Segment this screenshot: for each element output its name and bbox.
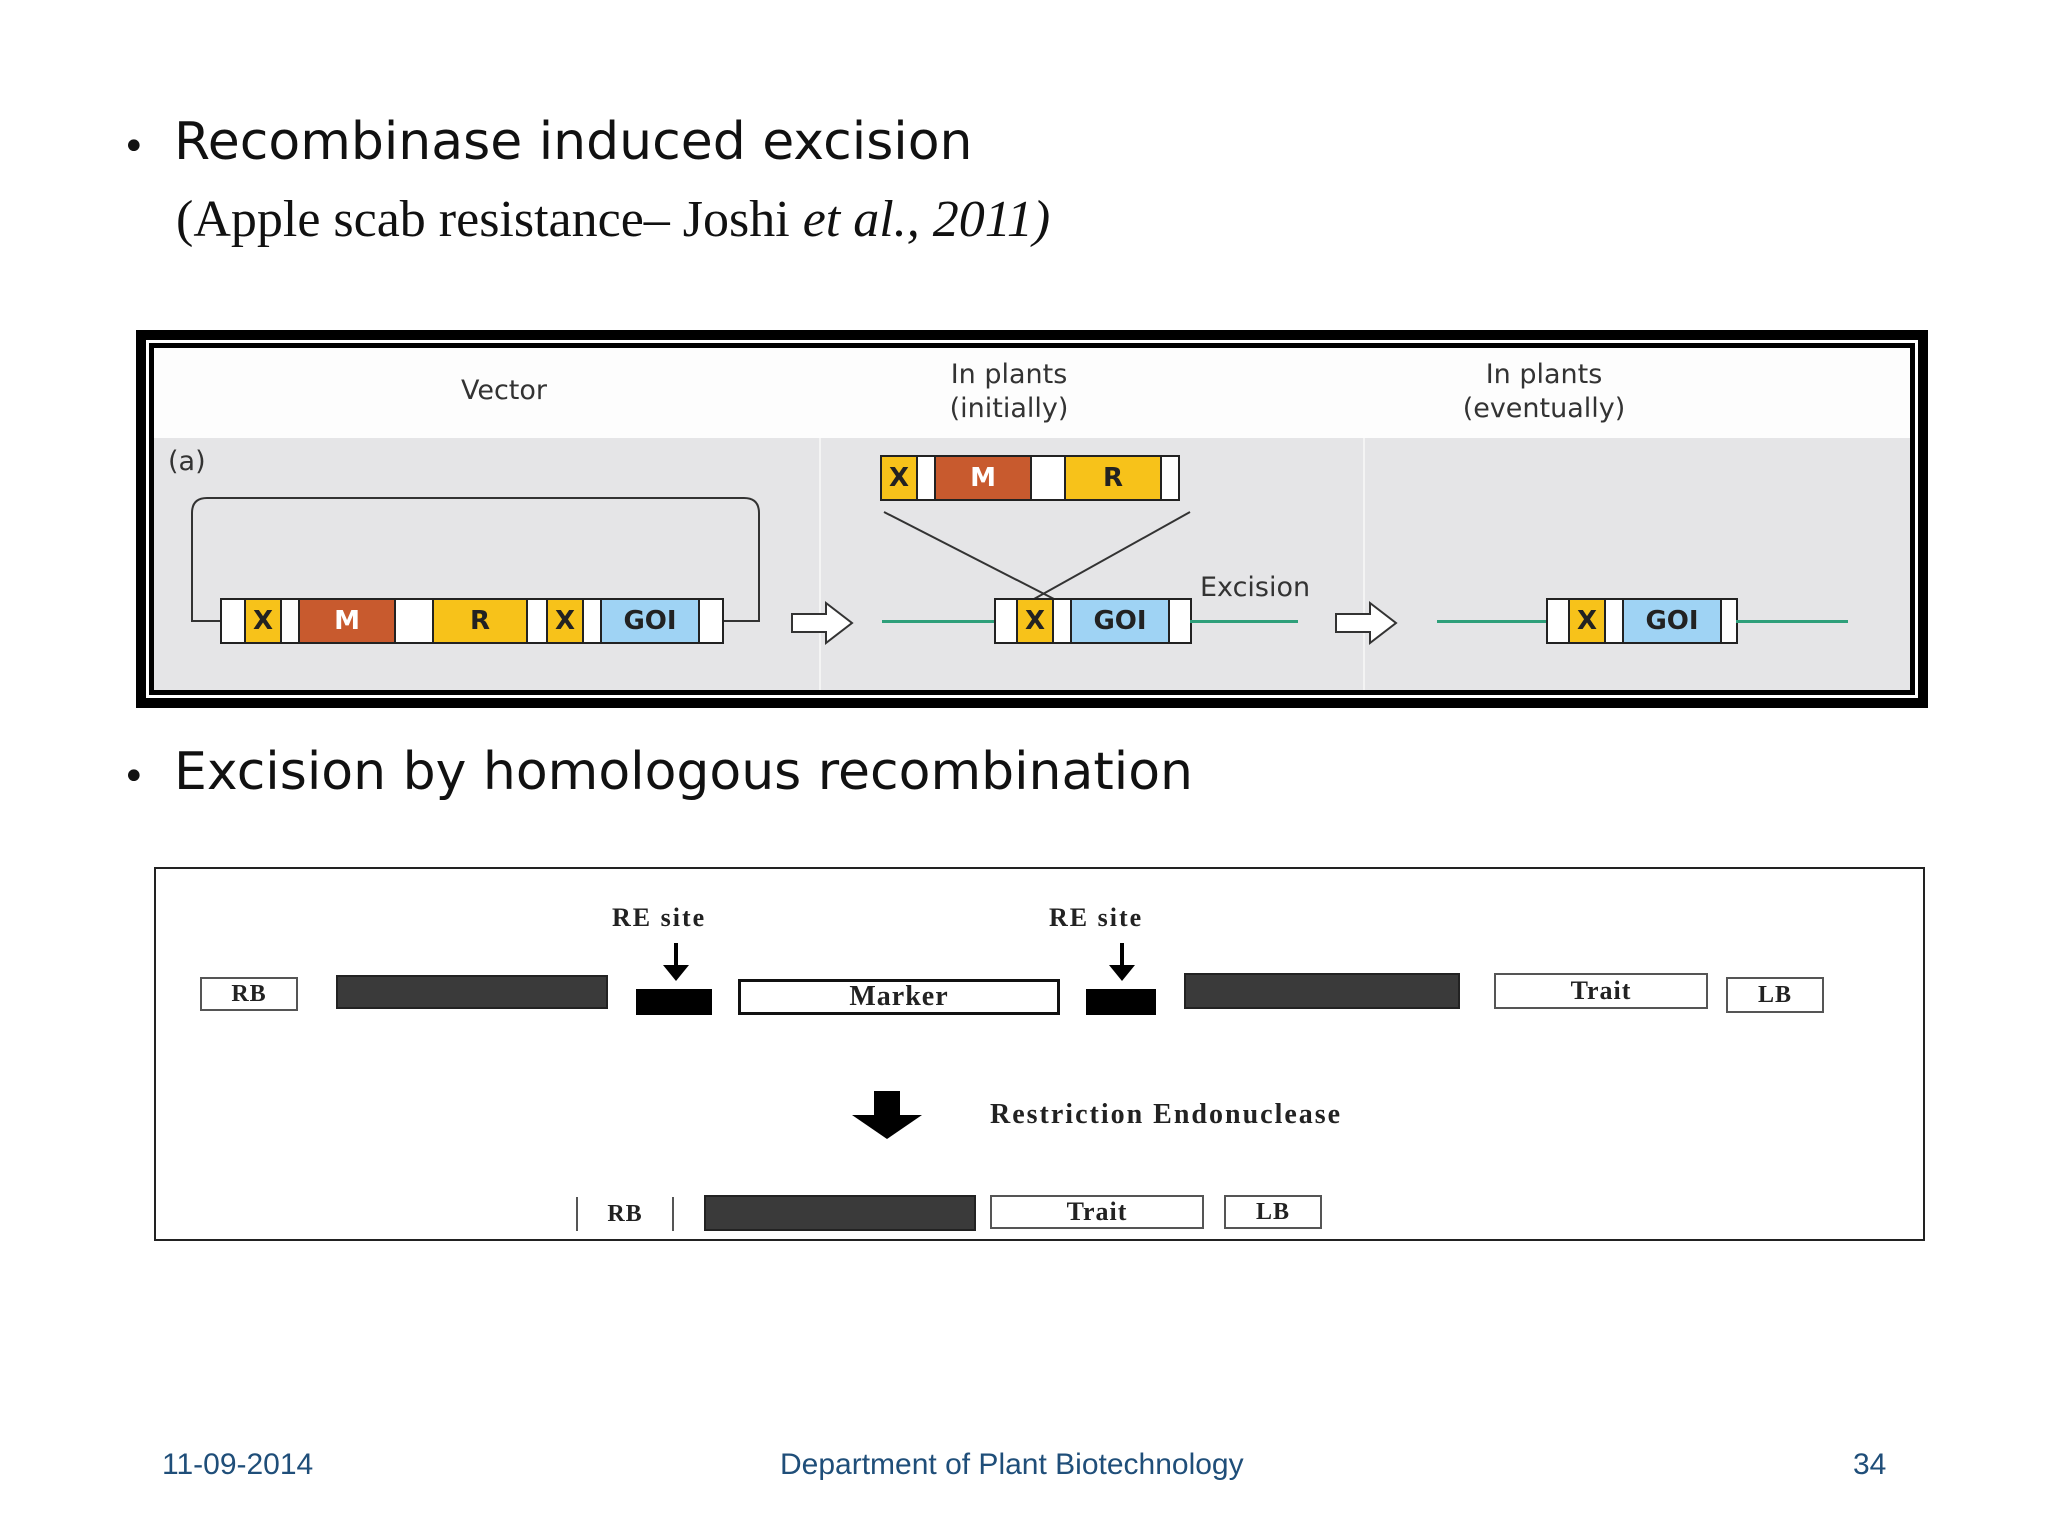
lb-box: LB (1726, 977, 1824, 1013)
down-arrow-icon (663, 943, 689, 981)
plant-dna-line (882, 620, 998, 623)
figure-frame: Vector In plants (initially) In plants (… (146, 340, 1918, 698)
header-vector: Vector (460, 375, 548, 406)
homology-arm-right (1184, 973, 1460, 1009)
column-divider (1363, 438, 1365, 690)
plant-dna-line (1190, 620, 1298, 623)
final-spacer (1604, 598, 1624, 644)
rb-box-result: RB (576, 1197, 674, 1231)
citation-prefix: (Apple scab resistance– Joshi (176, 191, 803, 248)
citation-italic: et al., 2011) (802, 191, 1051, 248)
vector-recombinase-r: R (432, 598, 528, 644)
vector-spacer (280, 598, 300, 644)
header-initially: In plants (initially) (894, 358, 1124, 426)
vector-border-block (698, 598, 724, 644)
plant-dna-line (1736, 620, 1848, 623)
panel-label-a: (a) (168, 446, 206, 477)
header-eventually-line1: In plants (1485, 359, 1603, 390)
header-initially-line1: In plants (950, 359, 1068, 390)
lb-box-result: LB (1224, 1195, 1322, 1229)
column-divider (819, 438, 821, 690)
restriction-endonuclease-label: Restriction Endonuclease (990, 1099, 1343, 1130)
citation: (Apple scab resistance– Joshi et al., 20… (176, 190, 1050, 249)
bullet-marker: • (122, 754, 146, 800)
excised-spacer (1030, 455, 1066, 501)
vector-border-block (220, 598, 246, 644)
initial-x-site: X (1016, 598, 1054, 644)
re-site-block-left (636, 989, 712, 1015)
footer-date: 11-09-2014 (162, 1448, 314, 1481)
re-site-label-left: RE site (612, 903, 707, 932)
bullet-homologous-recombination: Excision by homologous recombination (174, 742, 1193, 802)
vector-spacer (582, 598, 602, 644)
homology-arm-result (704, 1195, 976, 1231)
marker-box: Marker (738, 979, 1060, 1015)
excised-spacer (916, 455, 936, 501)
figure-recombinase-excision: Vector In plants (initially) In plants (… (136, 330, 1928, 708)
trait-box-result: Trait (990, 1195, 1204, 1229)
initial-border-block (994, 598, 1018, 644)
down-arrow-icon (1109, 943, 1135, 981)
figure-panel: Vector In plants (initially) In plants (… (154, 348, 1910, 690)
re-site-label-right: RE site (1049, 903, 1144, 932)
vector-goi: GOI (600, 598, 700, 644)
header-initially-line2: (initially) (949, 393, 1069, 424)
excised-marker-m: M (934, 455, 1032, 501)
bullet-recombinase-excision: Recombinase induced excision (174, 112, 973, 172)
header-eventually: In plants (eventually) (1424, 358, 1664, 426)
final-goi: GOI (1622, 598, 1722, 644)
bullet-marker: • (122, 124, 146, 170)
excision-label: Excision (1200, 572, 1311, 603)
vector-x-site: X (546, 598, 584, 644)
plant-dna-line (1437, 620, 1549, 623)
footer-page-number: 34 (1853, 1448, 1887, 1481)
footer-department: Department of Plant Biotechnology (780, 1448, 1244, 1481)
vector-loop-line (191, 497, 1191, 622)
figure-homologous-recombination: RE site RE site RB Marker Trait LB Restr… (154, 867, 1925, 1241)
vector-x-site: X (244, 598, 282, 644)
initial-spacer (1052, 598, 1072, 644)
re-site-block-right (1086, 989, 1156, 1015)
initial-border-block (1168, 598, 1192, 644)
initial-goi: GOI (1070, 598, 1170, 644)
figure-header-band (154, 348, 1910, 438)
excised-x-site: X (880, 455, 918, 501)
header-eventually-line2: (eventually) (1462, 393, 1626, 424)
excised-border-block (1160, 455, 1180, 501)
homology-arm-left (336, 975, 608, 1009)
vector-spacer (394, 598, 434, 644)
final-border-block (1546, 598, 1570, 644)
vector-marker-m: M (298, 598, 396, 644)
hollow-arrow-icon (791, 600, 854, 646)
thick-down-arrow-icon (852, 1091, 922, 1139)
final-x-site: X (1568, 598, 1606, 644)
vector-spacer (526, 598, 548, 644)
trait-box: Trait (1494, 973, 1708, 1009)
excised-recombinase-r: R (1064, 455, 1162, 501)
rb-box: RB (200, 977, 298, 1011)
hollow-arrow-icon (1335, 600, 1398, 646)
